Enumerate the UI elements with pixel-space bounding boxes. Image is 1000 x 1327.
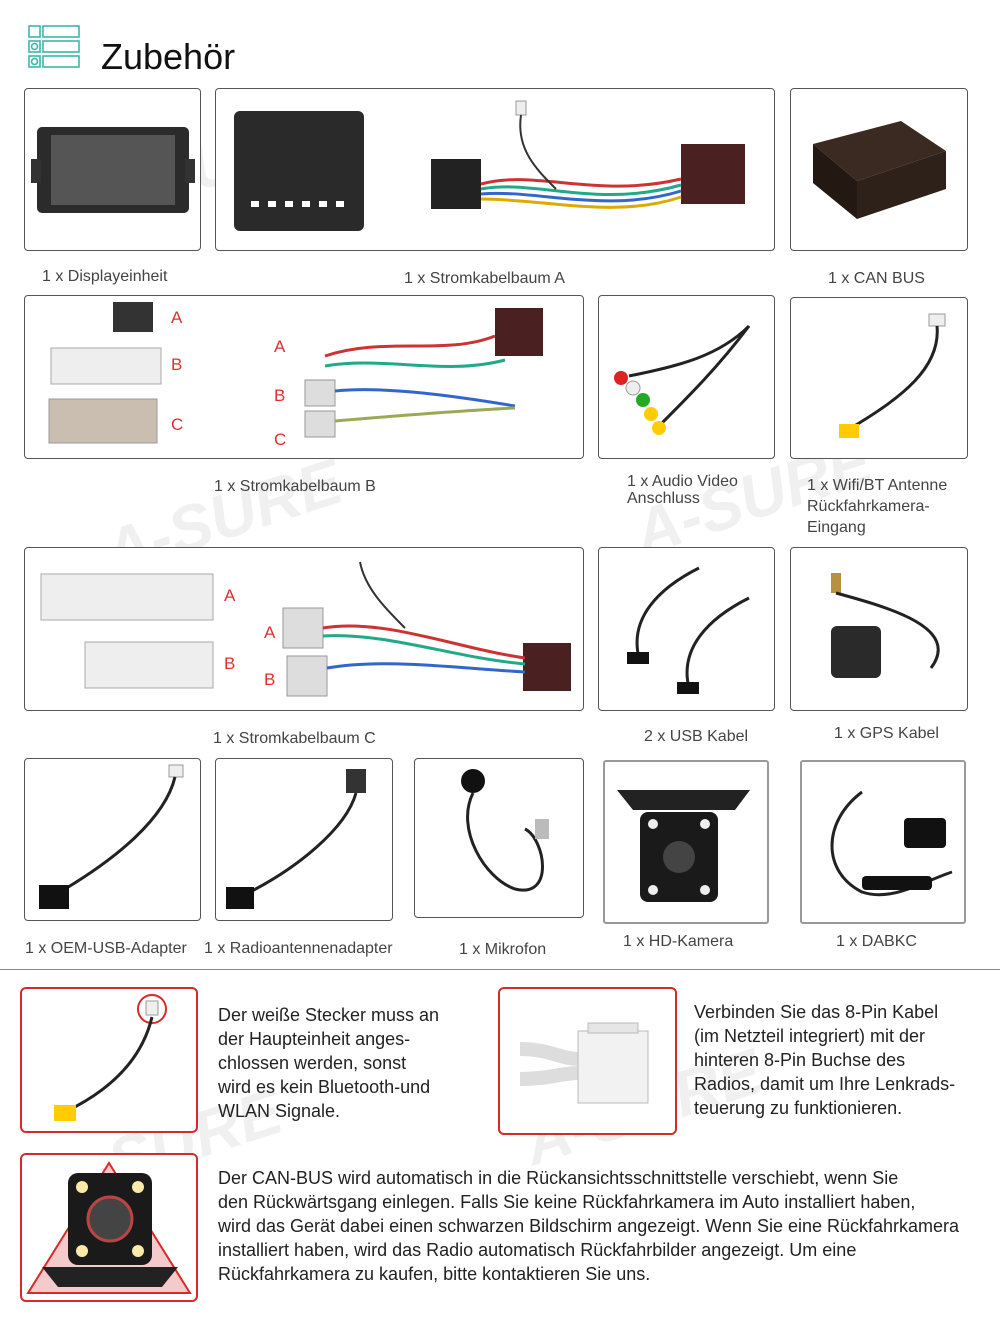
note-line: Radios, damit um Ihre Lenkrads- [694, 1074, 956, 1094]
caption-dabkc: 1 x DABKC [836, 933, 917, 950]
note-line: Rückfahrkamera zu kaufen, bitte kontakti… [218, 1264, 651, 1284]
caption-display-unit: 1 x Displayeinheit [42, 268, 168, 285]
note-line: der Haupteinheit anges- [218, 1029, 411, 1049]
note-text: Verbinden Sie das 8-Pin Kabel (im Netzte… [694, 1000, 984, 1120]
note-line: chlossen werden, sonst [218, 1053, 407, 1073]
caption-line: Eingang [807, 519, 866, 536]
note-image-white-connector [20, 987, 198, 1133]
note-image-camera-warning [20, 1153, 198, 1302]
caption-can-bus: 1 x CAN BUS [828, 270, 925, 287]
caption-line: Anschluss [627, 490, 700, 507]
note-line: installiert haben, wird das Radio automa… [218, 1240, 857, 1260]
caption-hd-camera: 1 x HD-Kamera [623, 933, 734, 950]
can-bus-image [790, 88, 968, 251]
note-line: wird es kein Bluetooth-und [218, 1077, 431, 1097]
display-unit-image [24, 88, 201, 251]
caption-audio-video: 1 x Audio Video Anschluss [627, 473, 738, 507]
list-icon [27, 24, 81, 70]
note-line: (im Netzteil integriert) mit der [694, 1026, 926, 1046]
caption-wifi-bt-antenna: 1 x Wifi/BT Antenne Rückfahrkamera- Eing… [807, 475, 947, 538]
connector-label: B [274, 386, 286, 405]
note-line: Der weiße Stecker muss an [218, 1005, 440, 1025]
caption-harness-b: 1 x Stromkabelbaum B [214, 478, 376, 495]
caption-harness-a: 1 x Stromkabelbaum A [404, 270, 565, 287]
note-line: wird das Gerät dabei einen schwarzen Bil… [218, 1216, 960, 1236]
microphone-image [414, 758, 584, 918]
usb-cable-image [598, 547, 775, 711]
note-image-8pin-connector [498, 987, 677, 1135]
harness-a-image [215, 88, 775, 251]
connector-label: A [274, 337, 286, 356]
harness-b-image [24, 295, 584, 459]
note-line: den Rückwärtsgang einlegen. Falls Sie ke… [218, 1192, 916, 1212]
note-line: WLAN Signale. [218, 1101, 341, 1121]
page-title: Zubehör [101, 36, 236, 77]
oem-usb-adapter-image [24, 758, 201, 921]
caption-oem-usb-adapter: 1 x OEM-USB-Adapter [25, 940, 187, 957]
note-text: Der CAN-BUS wird automatisch in die Rück… [218, 1166, 978, 1286]
wifi-bt-antenna-image [790, 297, 968, 459]
note-line: teuerung zu funktionieren. [694, 1098, 903, 1118]
caption-usb-cable: 2 x USB Kabel [644, 728, 749, 745]
caption-gps-cable: 1 x GPS Kabel [834, 725, 939, 742]
connector-label: B [171, 355, 183, 374]
connector-label: A [171, 308, 183, 327]
connector-label: C [171, 415, 184, 434]
harness-c-image [24, 547, 584, 711]
caption-line: 1 x Wifi/BT Antenne [807, 477, 948, 494]
audio-video-image [598, 295, 775, 459]
connector-label: B [224, 654, 236, 673]
connector-label: B [264, 670, 276, 689]
caption-line: 1 x Audio Video [627, 473, 738, 490]
radio-antenna-adapter-image [215, 758, 393, 921]
caption-line: Rückfahrkamera- [807, 498, 930, 515]
caption-harness-c: 1 x Stromkabelbaum C [213, 730, 376, 747]
caption-microphone: 1 x Mikrofon [459, 941, 547, 958]
note-text: Der weiße Stecker muss an der Haupteinhe… [218, 1003, 488, 1123]
hd-camera-image [603, 760, 769, 924]
note-line: Verbinden Sie das 8-Pin Kabel [694, 1002, 939, 1022]
connector-label: A [264, 623, 276, 642]
caption-radio-antenna-adapter: 1 x Radioantennenadapter [204, 940, 393, 957]
connector-label: C [274, 430, 287, 449]
gps-cable-image [790, 547, 968, 711]
divider [0, 969, 1000, 970]
dabkc-image [800, 760, 966, 924]
note-line: Der CAN-BUS wird automatisch in die Rück… [218, 1168, 899, 1188]
connector-label: A [224, 586, 236, 605]
note-line: hinteren 8-Pin Buchse des [694, 1050, 906, 1070]
